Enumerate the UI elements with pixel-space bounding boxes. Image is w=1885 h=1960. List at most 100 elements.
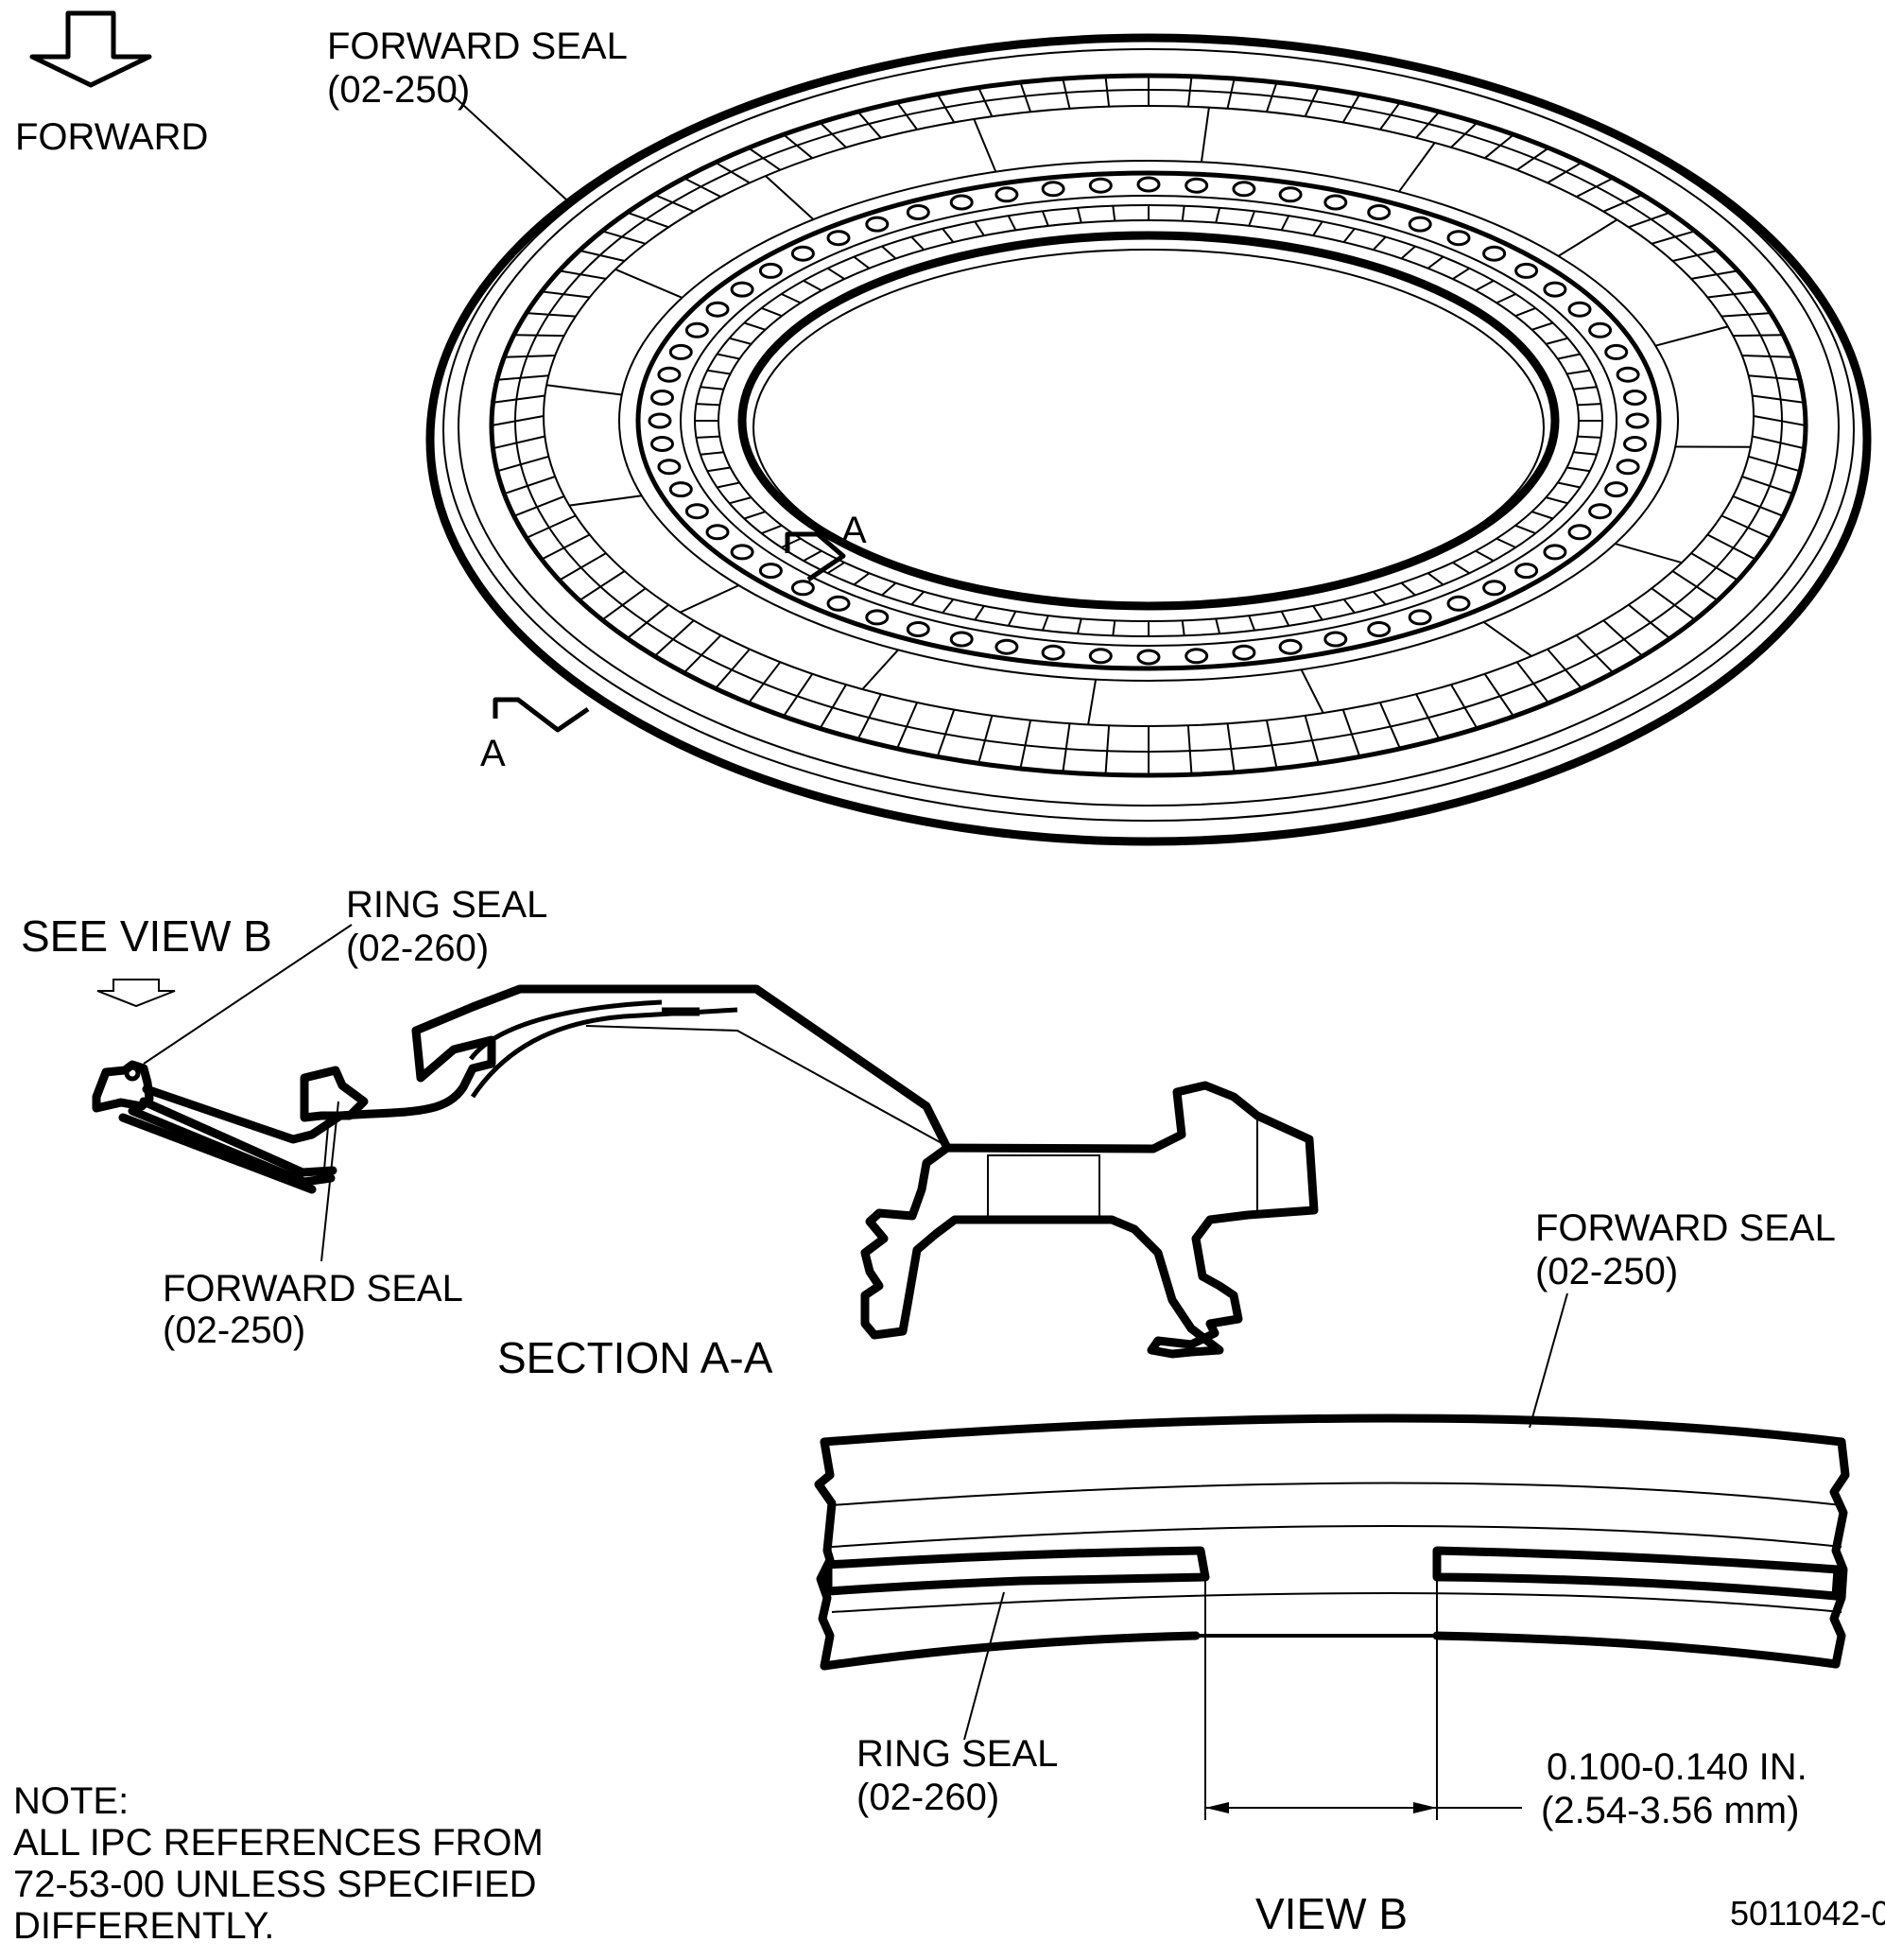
radial-rib (614, 268, 683, 299)
slot-tick (1576, 177, 1614, 198)
inner-tooth (1566, 466, 1590, 473)
radial-rib (973, 118, 997, 173)
inner-tooth (1215, 207, 1221, 223)
inner-tooth (729, 496, 752, 505)
slot-tick (1547, 161, 1582, 184)
slot-tick (977, 715, 994, 764)
inner-tooth (1007, 611, 1017, 627)
inner-tooth (1400, 581, 1416, 597)
ring-seal-view-b-label-1: RING SEAL (856, 1733, 1058, 1775)
slot-tick (896, 101, 918, 130)
slot-tick (936, 94, 956, 123)
inner-tooth (1573, 451, 1598, 456)
ring-seal-section-label-2: (02-260) (346, 928, 489, 969)
bolt-hole (1623, 390, 1647, 406)
bolt-hole (790, 580, 815, 597)
slot-tick (1186, 725, 1193, 775)
bolt-hole (1367, 204, 1392, 220)
slot-tick (601, 587, 647, 621)
bolt-hole (758, 262, 783, 279)
inner-tooth (743, 321, 766, 331)
slot-tick (683, 177, 721, 198)
inner-tooth (881, 581, 897, 597)
slot-tick (1483, 133, 1514, 160)
inner-tooth (853, 255, 871, 269)
radial-rib (765, 175, 815, 220)
slot-tick (715, 648, 751, 689)
section-profile (92, 984, 1319, 1359)
slot-tick (683, 634, 722, 674)
slot-tick (1515, 661, 1549, 704)
note-line-1: NOTE: (13, 1780, 129, 1822)
bolt-hole (730, 544, 754, 561)
inner-tooth (803, 549, 822, 562)
inner-tooth (1514, 306, 1536, 318)
slot-tick (1104, 76, 1111, 107)
inner-tooth (696, 435, 720, 439)
slot-tick (896, 702, 919, 750)
radial-rib (1557, 218, 1618, 257)
slot-tick (1483, 673, 1514, 718)
bolt-hole (1514, 262, 1539, 279)
slot-tick (1226, 78, 1236, 110)
slot-tick (936, 709, 956, 757)
dimension-inches: 0.100-0.140 IN. (1547, 1746, 1807, 1788)
slot-tick (504, 476, 556, 495)
radial-rib (546, 384, 622, 396)
inner-tooth (1372, 591, 1387, 606)
note-line-2: ALL IPC REFERENCES FROM (13, 1822, 544, 1864)
bolt-hole (684, 321, 709, 338)
slot-tick (1690, 552, 1738, 581)
bolt-hole (1604, 343, 1629, 360)
slot-tick (504, 355, 556, 358)
inner-tooth (717, 481, 740, 489)
slot-tick (626, 603, 669, 639)
bolt-hole (790, 245, 815, 262)
inner-tooth (1427, 572, 1444, 586)
inner-tooth (1112, 620, 1116, 636)
slot-tick (1628, 603, 1671, 639)
section-mark-left-label: A (480, 733, 506, 774)
slot-tick (493, 435, 545, 450)
inner-tooth (1475, 549, 1495, 562)
inner-tooth (743, 511, 766, 520)
inner-tooth (1181, 205, 1185, 221)
inner-tooth (1573, 386, 1598, 390)
inner-teeth-ring (695, 205, 1602, 636)
inner-tooth (729, 337, 752, 345)
inner-tooth (1452, 562, 1470, 575)
bolt-hole (826, 595, 851, 612)
inner-tooth (1215, 618, 1221, 634)
slot-tick (1516, 147, 1549, 171)
slot-tick (1733, 334, 1784, 338)
inner-tooth (1280, 611, 1290, 627)
bolt-hole (1041, 644, 1065, 661)
bolt-hole (1408, 609, 1432, 626)
bolt-hole (650, 390, 674, 406)
bolt-hole (949, 194, 974, 211)
slot-tick (1732, 494, 1784, 517)
radial-rib (1615, 543, 1683, 564)
inner-tooth (1496, 537, 1516, 548)
slot-tick (559, 552, 607, 581)
slot-tick (1341, 709, 1361, 757)
inner-tooth (700, 386, 724, 390)
radial-rib (1087, 679, 1098, 725)
radial-rib (1300, 668, 1324, 714)
slot-tick (1547, 648, 1582, 689)
inner-tooth (1452, 267, 1470, 280)
inner-tooth (1496, 293, 1516, 304)
bolt-hole (1616, 459, 1640, 476)
slot-tick (1753, 415, 1807, 426)
inner-tooth (1076, 207, 1082, 223)
inner-tooth (1557, 481, 1581, 489)
bolt-hole (668, 481, 693, 498)
slot-tick (1707, 290, 1756, 299)
forward-seal-leader-top (451, 94, 568, 201)
bolt-hole (1616, 366, 1640, 383)
section-mark-right-label: A (841, 510, 867, 551)
bolt-hole (1136, 649, 1161, 666)
slot-tick (526, 514, 577, 539)
slot-tick (783, 133, 814, 160)
slot-tick (819, 121, 847, 148)
